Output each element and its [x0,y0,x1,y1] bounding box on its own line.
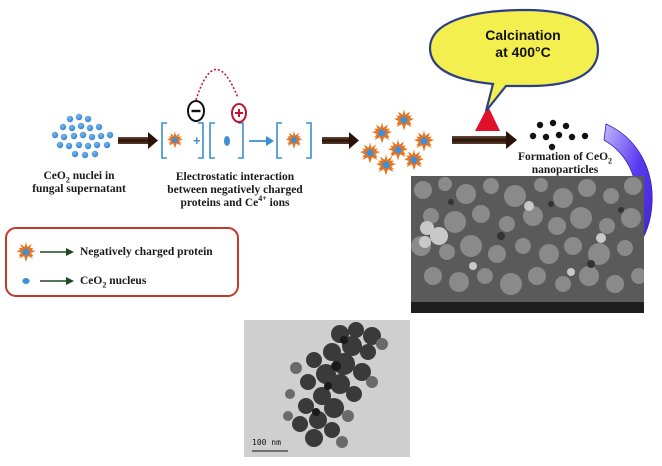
sem-micrograph [411,176,644,313]
nuclei-label-a: CeO [43,170,66,182]
svg-text:+: + [193,133,201,148]
electro-line-1: Electrostatic interaction [175,171,295,183]
legend-nucleus-b: nucleus [106,275,147,287]
legend-nucleus-label: CeO2 nucleus [80,275,147,290]
attraction-arc [195,68,239,101]
formation-label: Formation of CeO2 nanoparticles [505,151,625,177]
nuclei-label-b: nuclei in [69,170,115,182]
positive-charge-icon [231,103,247,123]
process-arrow-2 [322,132,359,149]
electro-line-3b: ions [266,197,290,209]
electrostatic-interaction-group: + [161,122,312,159]
nuclei-label-sub: 2 [65,175,70,185]
electro-line-3-sup: 4+ [258,194,267,204]
calcination-line-1: Calcination [485,27,561,43]
ceo2-nanoparticles [529,119,589,151]
ceo2-nuclei-cluster [51,113,114,159]
calcination-arrow [452,106,517,149]
nuclei-label-line-2: fungal supernatant [32,183,126,195]
legend-nucleus-a: CeO [80,275,103,287]
nuclei-label: CeO2 nuclei in fungal supernatant [14,170,144,196]
tem-micrograph: 100 nm [244,320,410,457]
formation-line-2: nanoparticles [531,164,599,176]
legend-nucleus-sub: 2 [102,280,107,290]
process-arrow-1 [118,132,158,149]
electrostatic-label: Electrostatic interaction between negati… [150,171,320,210]
negative-charge-icon [187,100,205,122]
legend-protein-label: Negatively charged protein [80,246,213,258]
calcination-line-2: at 400°C [495,44,551,60]
electro-line-3a: proteins and Ce [180,197,259,209]
electro-line-2: between negatively charged [167,184,303,196]
tem-scale-label: 100 nm [252,438,281,447]
protein-capped-nuclei [360,109,434,176]
formation-line-1-sub: 2 [608,156,613,166]
formation-line-1a: Formation of CeO [517,151,609,163]
legend-box [5,227,239,297]
calcination-label: Calcination at 400°C [478,27,568,61]
calcination-bubble [428,8,600,112]
